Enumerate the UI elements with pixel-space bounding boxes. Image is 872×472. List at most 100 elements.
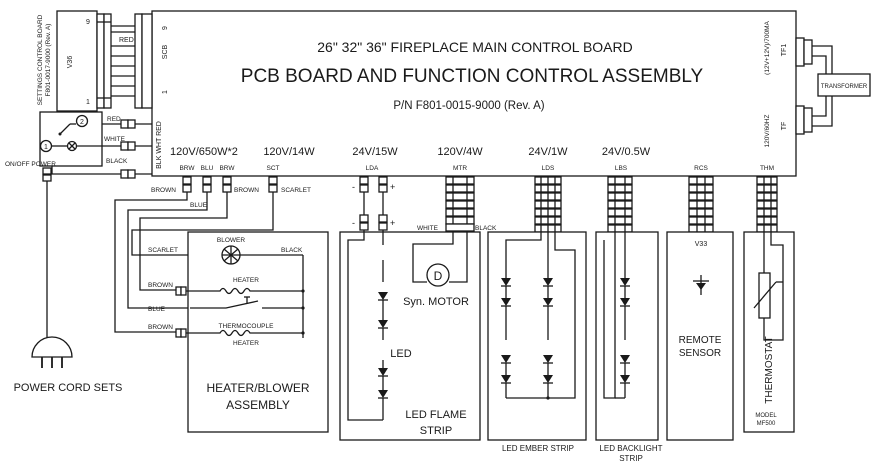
tf1-label: TF1	[781, 44, 788, 57]
lds-connector	[534, 176, 562, 233]
rating-mtr: 120V/4W	[437, 146, 483, 158]
rating-heater: 120V/650W*2	[170, 146, 238, 158]
wire-blue: BLUE	[190, 202, 208, 209]
connector-pin-labels: BRW BLU BRW SCT LDA MTR LDS LBS RCS THM	[179, 165, 774, 172]
led-flame-strip: LED LED FLAME STRIP	[339, 230, 481, 441]
transformer-label: TRANSFORMER	[821, 84, 868, 90]
settings-wire-red: RED	[119, 37, 134, 44]
lda-minus-1: -	[352, 182, 355, 192]
mtr-wire-black: BLACK	[475, 225, 497, 232]
settings-pin-9: 9	[86, 19, 90, 26]
on-off-power-label: ON/OFF POWER	[5, 161, 56, 168]
remote-code-label: V33	[695, 241, 708, 248]
pin-thm: THM	[760, 165, 774, 172]
flame-led-label: LED	[390, 348, 411, 360]
lda-plus-1: +	[390, 182, 395, 192]
pin-brw-2: BRW	[219, 165, 235, 172]
rating-lda: 24V/15W	[352, 146, 398, 158]
board-part-number: P/N F801-0015-9000 (Rev. A)	[393, 100, 544, 112]
power-pins-label: BLK WHT RED	[156, 121, 163, 169]
rating-lds: 24V/1W	[528, 146, 568, 158]
power-switch-box: 2 1 RED WHITE BLACK ON/OFF POWER	[5, 111, 152, 179]
flame-strip-label-2: STRIP	[420, 425, 452, 437]
board-title-1: 26" 32" 36" FIREPLACE MAIN CONTROL BOARD	[317, 39, 632, 55]
thermostat-label: THERMOSTAT	[764, 336, 775, 403]
main-control-board: 26" 32" 36" FIREPLACE MAIN CONTROL BOARD…	[151, 10, 797, 177]
settings-board-model: V36	[67, 56, 74, 69]
rcs-connector	[688, 176, 714, 233]
heater-connector: BROWN BROWN BLUE	[151, 176, 259, 209]
heater-assembly-label-2: ASSEMBLY	[226, 398, 290, 412]
wire-scarlet-top: SCARLET	[281, 187, 311, 194]
settings-board-pn: F801-0017-9000 (Rev. A)	[45, 24, 52, 97]
backlight-label-1: LED BACKLIGHT	[599, 444, 662, 453]
heater-label: HEATER	[233, 277, 259, 284]
remote-label-1: REMOTE	[679, 335, 722, 346]
wire-brown-1: BROWN	[151, 187, 176, 194]
heater-assembly-label-1: HEATER/BLOWER	[206, 381, 309, 395]
motor-icon: D	[434, 269, 443, 283]
settings-board-title: SETTINGS CONTROL BOARD	[37, 14, 44, 105]
pin-blu: BLU	[201, 165, 214, 172]
mtr-wire-white: WHITE	[417, 225, 439, 232]
led-backlight-strip: LED BACKLIGHT STRIP	[595, 231, 663, 463]
thermostat-model-1: MODEL	[755, 413, 777, 419]
ember-led-column-2	[543, 262, 553, 398]
tf-label: TF	[781, 122, 788, 131]
pin-rcs: RCS	[694, 165, 708, 172]
wire-blue-switch: BLUE	[148, 306, 166, 313]
sct-connector: SCARLET	[268, 176, 311, 194]
lda-minus-2: -	[352, 218, 355, 228]
tf-rating: 120V/60HZ	[764, 115, 771, 148]
power-wire-white: WHITE	[104, 136, 126, 143]
remote-label-2: SENSOR	[679, 348, 721, 359]
power-wire-black: BLACK	[106, 158, 128, 165]
ember-led-column-1	[501, 262, 511, 398]
power-wire-red: RED	[107, 116, 121, 123]
mtr-connector: WHITE BLACK D Syn. MOTOR	[403, 176, 497, 308]
blower-label: BLOWER	[217, 237, 245, 244]
pin-lds: LDS	[542, 165, 555, 172]
rating-lbs: 24V/0.5W	[602, 146, 651, 158]
tf1-rating: (12V+12V)/700MA	[764, 21, 771, 75]
pin-lda: LDA	[366, 165, 379, 172]
connector-ratings: 120V/650W*2 120V/14W 24V/15W 120V/4W 24V…	[170, 146, 651, 158]
thermocouple-label: THERMOCOUPLE	[219, 323, 275, 330]
syn-motor-label: Syn. MOTOR	[403, 296, 469, 308]
pin-brw-1: BRW	[179, 165, 195, 172]
settings-pin-1: 1	[86, 99, 90, 106]
power-cord-label: POWER CORD SETS	[14, 382, 123, 394]
heater-wires	[114, 192, 274, 333]
ember-strip-label: LED EMBER STRIP	[502, 444, 574, 453]
lda-plus-2: +	[390, 218, 395, 228]
led-ember-strip: LED EMBER STRIP	[487, 231, 587, 453]
lbs-connector	[607, 176, 633, 233]
pin-lbs: LBS	[615, 165, 628, 172]
thermostat-model-2: MF500	[757, 421, 776, 427]
ribbon-cable	[96, 13, 153, 109]
wire-black: BLACK	[281, 247, 303, 254]
heater-blower-assembly: BLOWER SCARLET BLACK HEATER BROWN BLUE T…	[148, 231, 329, 433]
heater-2-label: HEATER	[233, 340, 259, 347]
lda-connector: - + - +	[352, 176, 395, 231]
pin-mtr: MTR	[453, 165, 467, 172]
scb-pin-9: 9	[162, 26, 169, 30]
scb-pin-1: 1	[162, 90, 169, 94]
scb-label: SCB	[162, 44, 169, 59]
transformer: TRANSFORMER	[795, 37, 871, 135]
remote-sensor: V33 REMOTE SENSOR	[666, 231, 734, 441]
power-cord: POWER CORD SETS	[14, 167, 123, 394]
wire-brown-thermo: BROWN	[148, 324, 173, 331]
switch-circle-2: 2	[80, 119, 84, 126]
board-title-2: PCB BOARD AND FUNCTION CONTROL ASSEMBLY	[241, 66, 704, 87]
wire-brown-heater: BROWN	[148, 282, 173, 289]
flame-strip-label-1: LED FLAME	[405, 409, 466, 421]
switch-circle-1: 1	[44, 144, 48, 151]
wire-brown-2: BROWN	[234, 187, 259, 194]
thm-connector	[756, 176, 778, 233]
backlight-label-2: STRIP	[619, 454, 643, 463]
pin-sct: SCT	[267, 165, 280, 172]
wire-scarlet: SCARLET	[148, 247, 178, 254]
